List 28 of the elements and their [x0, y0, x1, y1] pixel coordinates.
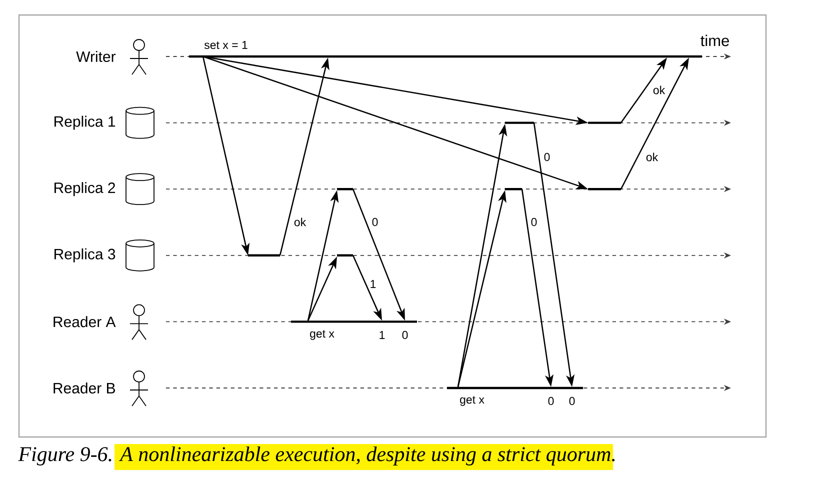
axis-label: time — [700, 34, 729, 46]
activity-bar — [337, 254, 353, 256]
edge-label: ok — [645, 152, 659, 162]
operation-label: set x = 1 — [204, 41, 248, 49]
participant-label: Replica 3 — [54, 248, 116, 262]
activity-bar — [588, 122, 621, 124]
edge-label: ok — [652, 84, 666, 96]
operation-label: get x — [310, 330, 334, 340]
activity-bar — [337, 188, 353, 190]
activity-bar — [588, 188, 621, 190]
participant-label: Reader A — [54, 316, 116, 328]
result-value: 0 — [548, 396, 554, 406]
activity-bar — [505, 188, 522, 190]
participant-label: Writer — [76, 51, 116, 62]
edge-label: 0 — [530, 217, 538, 227]
activity-bar — [248, 254, 280, 256]
result-value: 0 — [402, 330, 408, 340]
participant-label: Replica 1 — [54, 116, 116, 130]
edge-label: 0 — [543, 152, 551, 162]
participant-label: Replica 2 — [54, 182, 116, 196]
activity-bar — [505, 122, 534, 124]
participant-label: Reader B — [54, 382, 115, 394]
result-value: 1 — [380, 331, 385, 339]
edge-label: ok — [293, 216, 307, 228]
edge-label: 1 — [369, 279, 377, 289]
result-value: 0 — [569, 396, 575, 406]
operation-label: get x — [460, 396, 484, 406]
edge-label: 0 — [371, 217, 379, 227]
